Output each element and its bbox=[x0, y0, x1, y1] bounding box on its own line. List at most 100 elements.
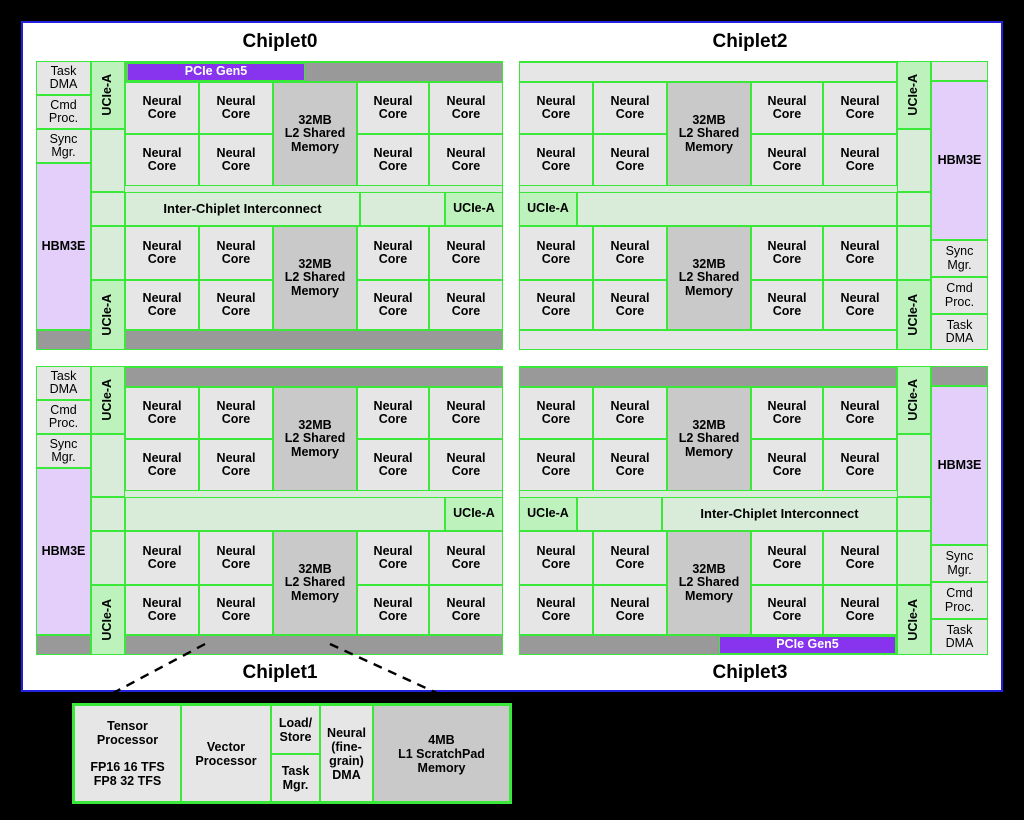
chiplet1-left-bus bbox=[36, 635, 91, 655]
chiplet3-interconnect: Inter-Chiplet Interconnect bbox=[662, 497, 897, 531]
detail-load-store: Load/ Store bbox=[271, 705, 320, 754]
detail-vector-processor: Vector Processor bbox=[181, 705, 271, 802]
chiplet2-bottom-bus bbox=[519, 330, 897, 350]
chiplet2-fabric-mid bbox=[577, 192, 897, 226]
chiplet1-top-bus bbox=[125, 367, 503, 387]
detail-task-mgr: Task Mgr. bbox=[271, 754, 320, 802]
chiplet0-fabric-l1 bbox=[91, 129, 125, 192]
neural-core-detail-box: Tensor Processor FP16 16 TFS FP8 32 TFS … bbox=[72, 703, 512, 804]
chiplet2-ucie-left: UCIe-A bbox=[519, 192, 577, 226]
chiplet3-pcie-gen5: PCIe Gen5 bbox=[719, 636, 896, 654]
chiplet1-bottom-bus bbox=[125, 635, 503, 655]
chiplet3-right-bus bbox=[931, 366, 988, 386]
chiplet0-interconnect: Inter-Chiplet Interconnect bbox=[125, 192, 360, 226]
sync-mgr-line2: Mgr. bbox=[51, 145, 76, 159]
task-dma-line2: DMA bbox=[49, 77, 78, 91]
chiplet3-top-bus bbox=[519, 367, 897, 387]
chiplet0-left-bus bbox=[36, 330, 91, 350]
cmd-proc-line2: Proc. bbox=[48, 111, 79, 125]
ucie-label: UCIe-A bbox=[100, 294, 115, 336]
title-chiplet2: Chiplet2 bbox=[712, 31, 788, 52]
chiplet1-fabric-l2 bbox=[91, 497, 125, 531]
chiplet2-fabric-r1 bbox=[897, 129, 931, 192]
chiplet0-hbm3e: HBM3E bbox=[36, 163, 91, 330]
chiplet3-hbm3e: HBM3E bbox=[931, 386, 988, 545]
chiplet1-hbm3e: HBM3E bbox=[36, 468, 91, 635]
ucie-label: UCIe-A bbox=[100, 74, 115, 116]
chiplet2-fabric-r2 bbox=[897, 192, 931, 226]
task-dma-line1: Task bbox=[50, 63, 77, 78]
chiplet3-ucie-top-right: UCIe-A bbox=[897, 366, 931, 434]
cmd-proc-line1: Cmd bbox=[50, 97, 77, 112]
chiplet2-fabric-r3 bbox=[897, 226, 931, 280]
chiplet2-hbm3e: HBM3E bbox=[931, 81, 988, 240]
detail-l1-scratchpad: 4MB L1 ScratchPad Memory bbox=[373, 705, 510, 802]
chiplet0-ucie-right: UCIe-A bbox=[445, 192, 503, 226]
chiplet3-fabric-r3 bbox=[897, 531, 931, 585]
